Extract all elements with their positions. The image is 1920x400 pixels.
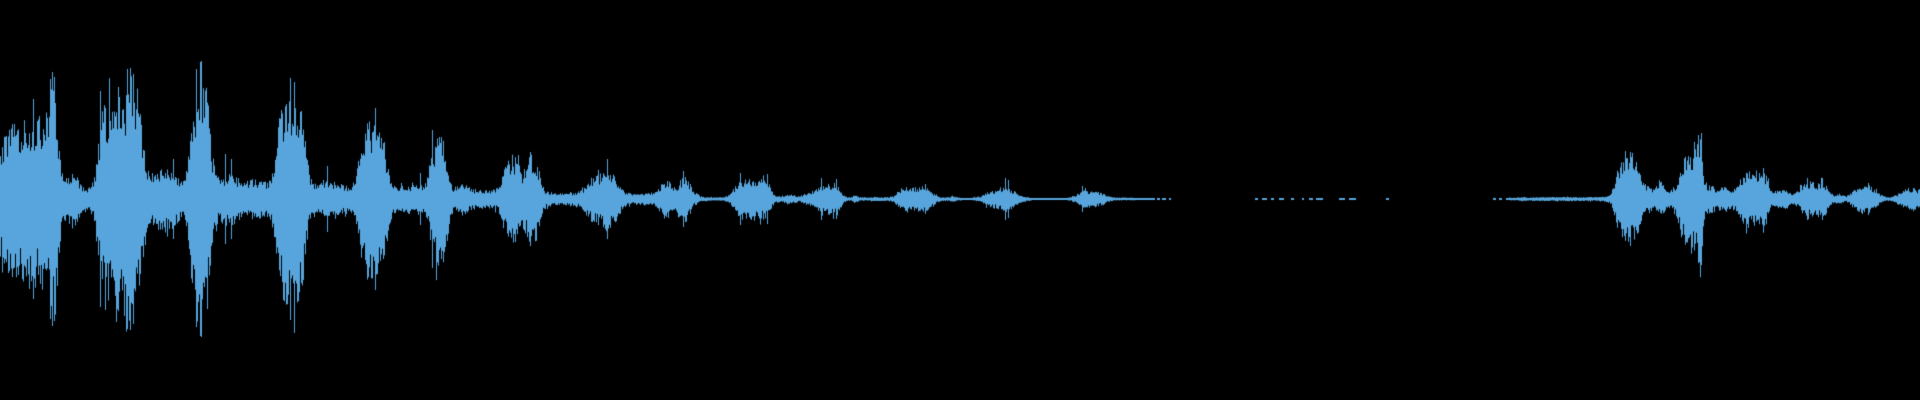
audio-waveform: [0, 0, 1920, 400]
waveform-viewer: [0, 0, 1920, 400]
